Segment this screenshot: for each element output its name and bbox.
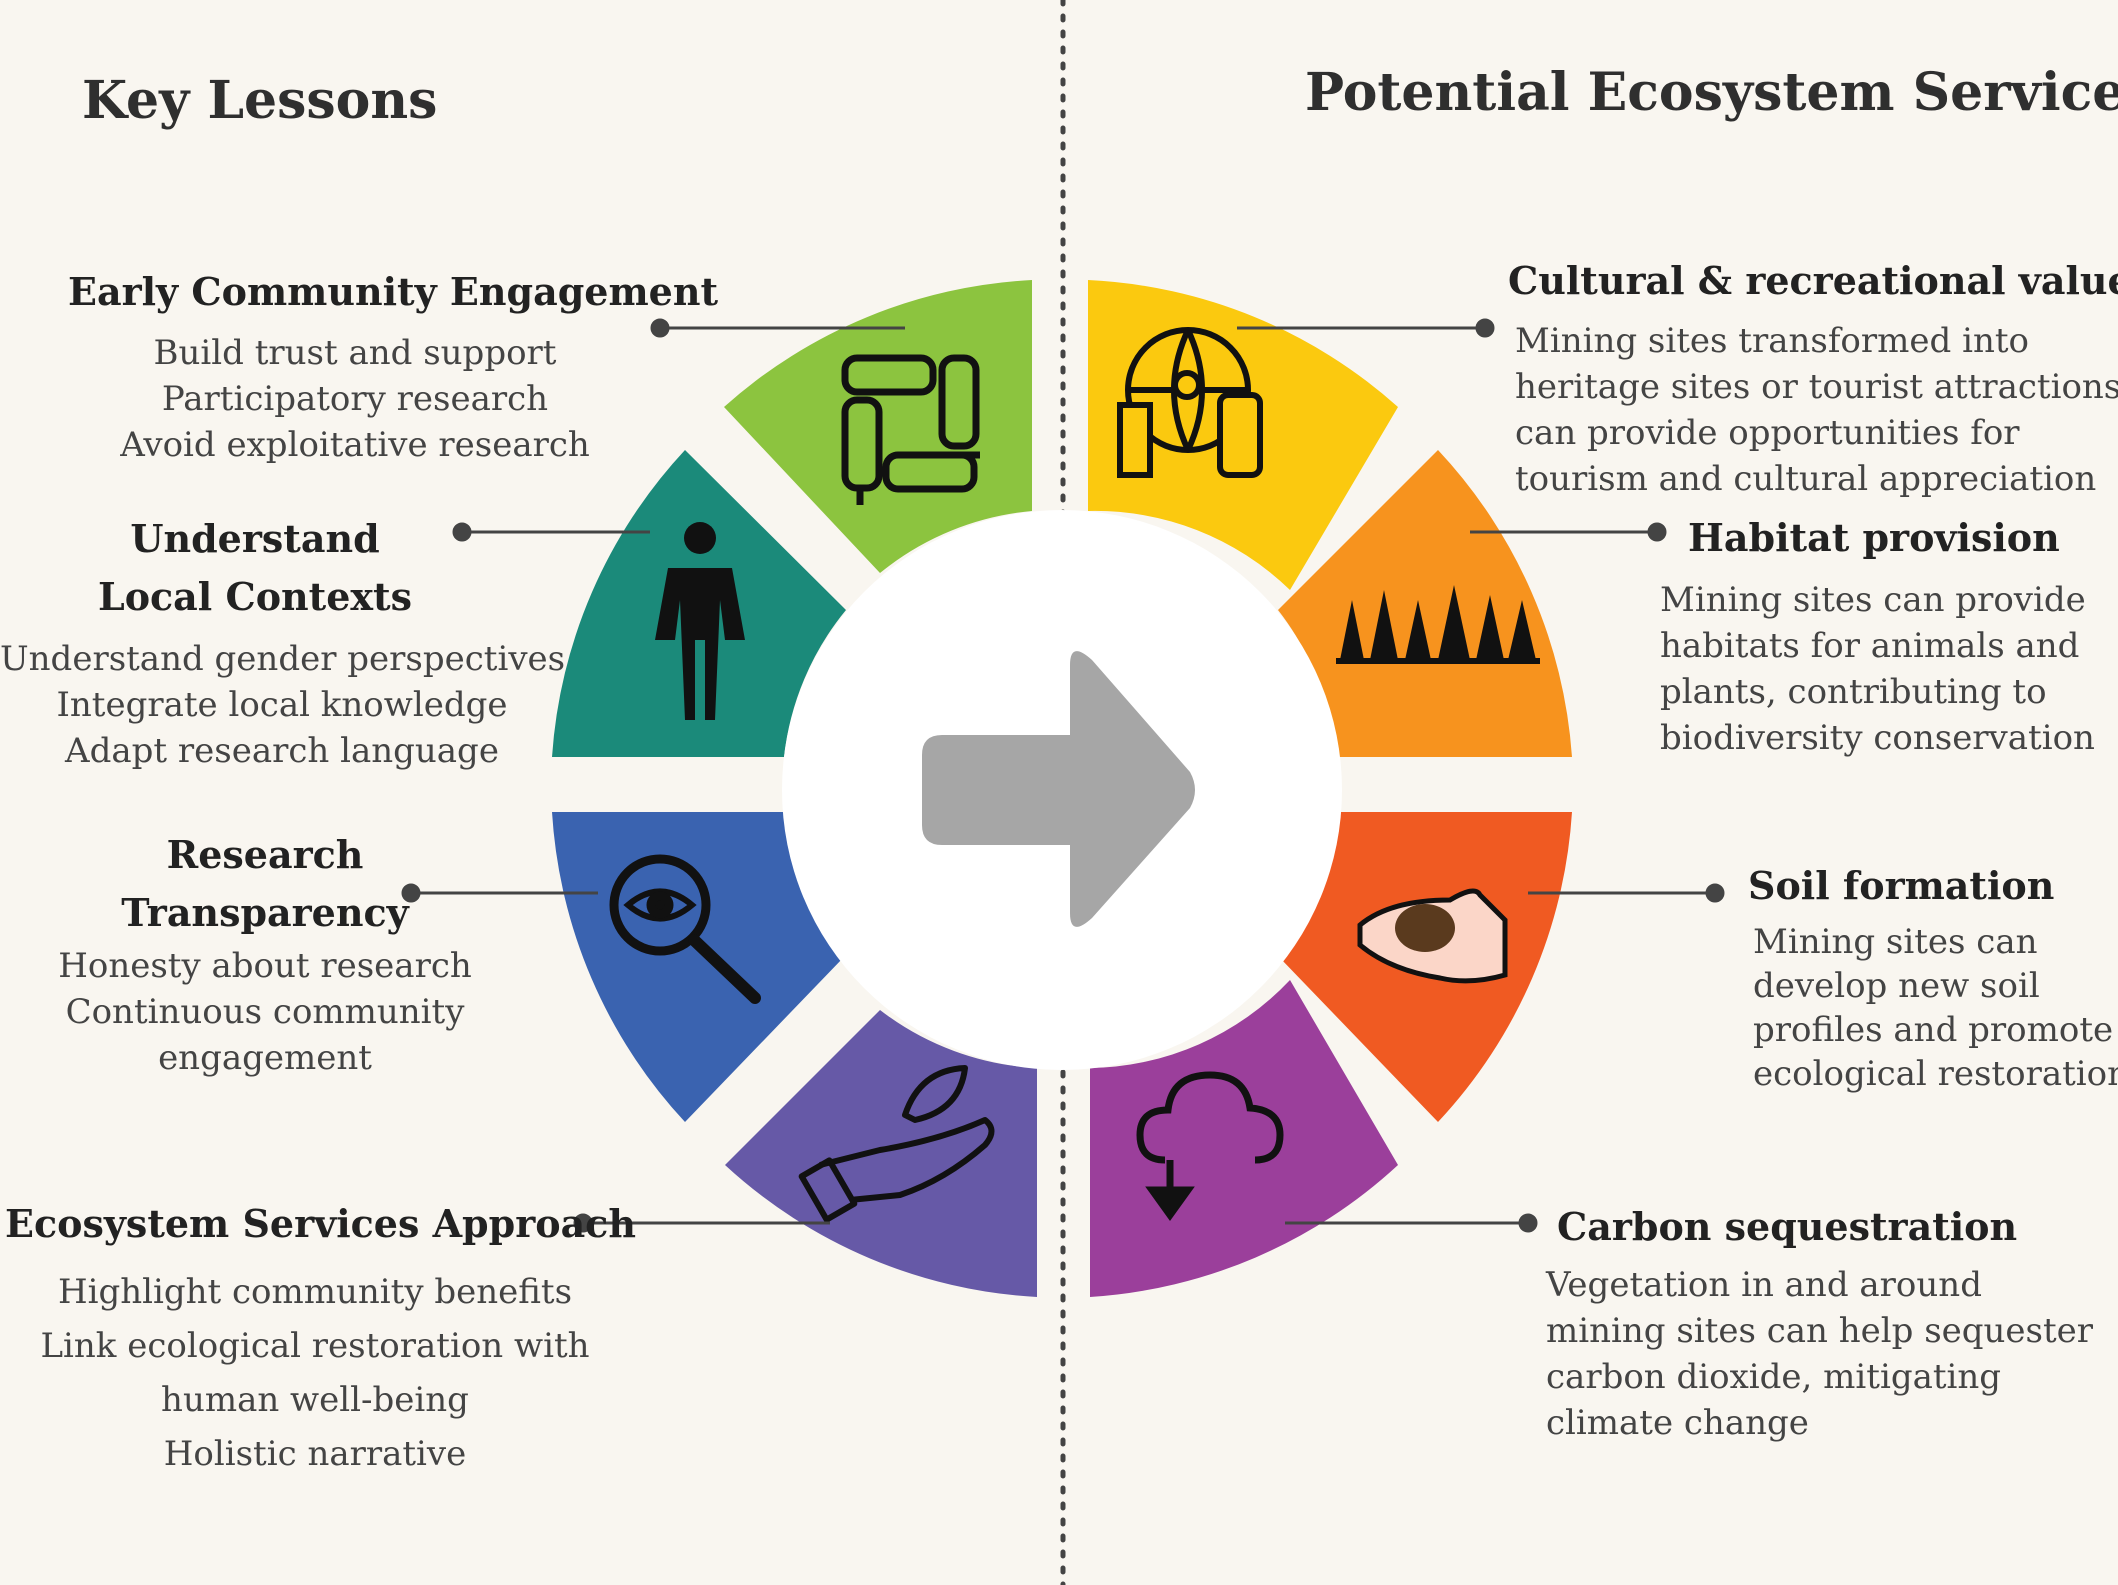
desc-line: heritage sites or tourist attractions (1515, 367, 2118, 407)
service-title-cultural-recreational: Cultural & recreational value (1508, 258, 2118, 303)
desc-line: plants, contributing to (1660, 672, 2047, 712)
list-item: Participatory research (161, 379, 549, 419)
service-desc-habitat-provision: Mining sites can provide habitats for an… (1660, 577, 2095, 761)
service-title-soil-formation: Soil formation (1748, 863, 2055, 908)
list-item: Build trust and support (153, 333, 557, 373)
desc-line: develop new soil (1753, 966, 2040, 1006)
desc-line: mining sites can help sequester (1546, 1311, 2094, 1351)
holding-hands-icon (841, 354, 980, 505)
list-item: human well-being (161, 1380, 469, 1420)
list-item: Honesty about research (58, 946, 472, 986)
list-item: Avoid exploitative research (120, 425, 590, 465)
lesson-items-local-contexts: Understand gender perspectives Integrate… (0, 636, 566, 774)
lesson-title-research-transparency: Research Transparency (121, 832, 409, 935)
co2-cloud-icon (1136, 1071, 1284, 1221)
service-title-habitat-provision: Habitat provision (1688, 515, 2060, 560)
desc-line: tourism and cultural appreciation (1515, 459, 2097, 499)
lesson-title-local-contexts: Understand Local Contexts (97, 516, 413, 619)
list-item: engagement (158, 1038, 372, 1078)
hand-leaf-icon (798, 1065, 995, 1223)
service-desc-carbon-sequestration: Vegetation in and around mining sites ca… (1546, 1262, 2093, 1446)
lesson-items-early-engagement: Build trust and support Participatory re… (80, 330, 630, 468)
lesson-items-research-transparency: Honesty about research Continuous commun… (40, 943, 490, 1081)
desc-line: habitats for animals and (1660, 626, 2080, 666)
segment-carbon-sequestration (1090, 980, 1398, 1297)
list-item: Adapt research language (65, 731, 499, 771)
list-item: Integrate local knowledge (56, 685, 508, 725)
service-desc-soil-formation: Mining sites can develop new soil profil… (1753, 920, 2118, 1096)
desc-line: biodiversity conservation (1660, 718, 2095, 758)
desc-line: Mining sites can provide (1660, 580, 2086, 620)
right-arrow-icon (922, 651, 1195, 927)
desc-line: carbon dioxide, mitigating (1546, 1357, 2002, 1397)
list-item: Understand gender perspectives (0, 639, 566, 679)
desc-line: Mining sites transformed into (1515, 321, 2029, 361)
list-item: Holistic narrative (163, 1434, 467, 1474)
list-item: Continuous community (65, 992, 465, 1032)
key-lessons-heading: Key Lessons (82, 70, 438, 131)
list-item: Highlight community benefits (57, 1272, 573, 1312)
desc-line: profiles and promote (1753, 1010, 2114, 1050)
lesson-title-ecosystem-approach: Ecosystem Services Approach (5, 1201, 636, 1246)
magnifier-eye-icon (609, 854, 761, 1004)
service-desc-cultural-recreational: Mining sites transformed into heritage s… (1515, 318, 2118, 502)
desc-line: can provide opportunities for (1515, 413, 2020, 453)
ecosystem-services-heading: Potential Ecosystem Services (1305, 62, 2118, 123)
desc-line: Vegetation in and around (1546, 1265, 1982, 1305)
lesson-items-ecosystem-approach: Highlight community benefits Link ecolog… (30, 1265, 600, 1481)
service-title-carbon-sequestration: Carbon sequestration (1557, 1204, 2018, 1249)
segment-habitat-provision (1278, 450, 1572, 757)
list-item: Link ecological restoration with (40, 1326, 590, 1366)
desc-line: ecological restoration (1753, 1054, 2118, 1094)
forest-trees-icon (1336, 585, 1540, 664)
hand-soil-icon (1357, 888, 1508, 984)
gender-symbol-icon (655, 522, 745, 720)
segment-research-transparency (552, 812, 843, 1122)
lesson-title-early-engagement: Early Community Engagement (68, 269, 719, 314)
connector-lines (401, 318, 1725, 1233)
globe-traveler-icon (1117, 327, 1263, 478)
desc-line: climate change (1546, 1403, 1809, 1443)
desc-line: Mining sites can (1753, 922, 2038, 962)
